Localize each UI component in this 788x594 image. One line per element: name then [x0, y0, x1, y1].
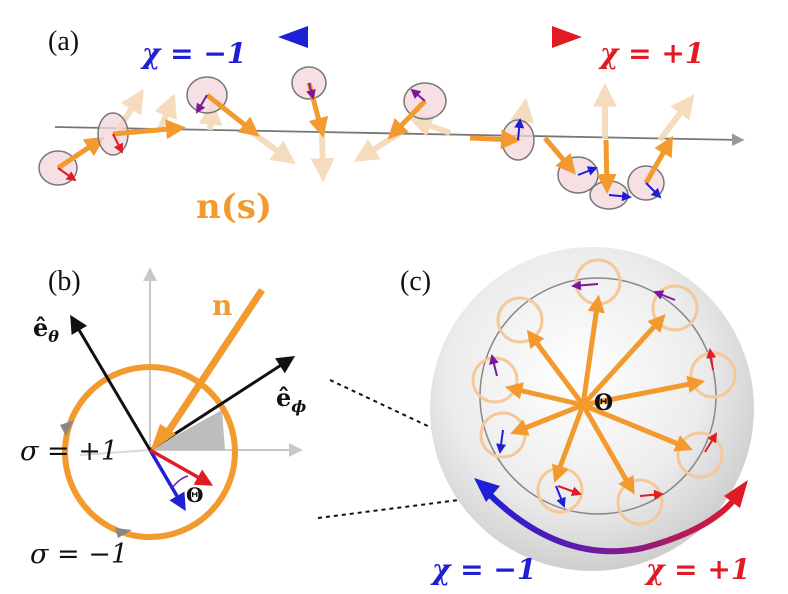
panel-b: (b) n êθ êϕ σ = +1 σ = −1 Θ [20, 266, 306, 570]
n-label: n [212, 289, 232, 322]
panel-a-label: (a) [48, 26, 79, 57]
e-theta-vector [70, 314, 152, 451]
n-vector-head [150, 424, 176, 452]
director-disc-9 [627, 135, 673, 201]
panel-a: (a) χ = −1 χ = +1 [38, 26, 745, 227]
polarization-arrows [489, 280, 718, 508]
e-phi-label: êϕ [276, 383, 306, 416]
e-theta-label: êθ [33, 313, 59, 346]
theta-label-b: Θ [186, 483, 203, 507]
blue-vector-b [148, 449, 186, 512]
sigma-minus-label: σ = −1 [30, 539, 128, 570]
red-vector-b [149, 448, 214, 486]
circle-direction-arrow-top [60, 420, 74, 436]
chi-plus-label-c: χ = +1 [644, 553, 750, 586]
director-disc-3 [186, 76, 260, 137]
director-disc-8 [589, 139, 632, 210]
circle-direction-arrow-bottom [115, 528, 132, 538]
cone-director-arrows [504, 294, 706, 495]
director-disc-5 [387, 82, 447, 140]
theta-label-c: Θ [594, 390, 613, 416]
director-disc-4 [291, 66, 329, 138]
chi-minus-label-a: χ = −1 [140, 37, 246, 70]
chi-plus-label-a: χ = +1 [598, 37, 704, 70]
chi-minus-label-c: χ = −1 [430, 553, 536, 586]
theta-arc-b [171, 475, 189, 489]
director-disc-6 [469, 118, 535, 161]
chirality-arrow-a [278, 26, 582, 48]
depth-axis [79, 449, 151, 456]
n-vector [165, 288, 265, 434]
panel-b-label: (b) [48, 266, 81, 297]
director-disc-2 [97, 112, 186, 156]
director-disc-7 [543, 136, 599, 194]
azimuth-wedge [150, 410, 225, 450]
panel-c: (c) [400, 247, 754, 586]
director-disc-1 [38, 136, 105, 186]
panel-c-label: (c) [400, 266, 431, 297]
polarization-circle [62, 364, 238, 540]
director-field-label: n(s) [196, 187, 272, 227]
chirality-arrow-c [474, 478, 748, 555]
sigma-plus-label: σ = +1 [20, 436, 118, 467]
